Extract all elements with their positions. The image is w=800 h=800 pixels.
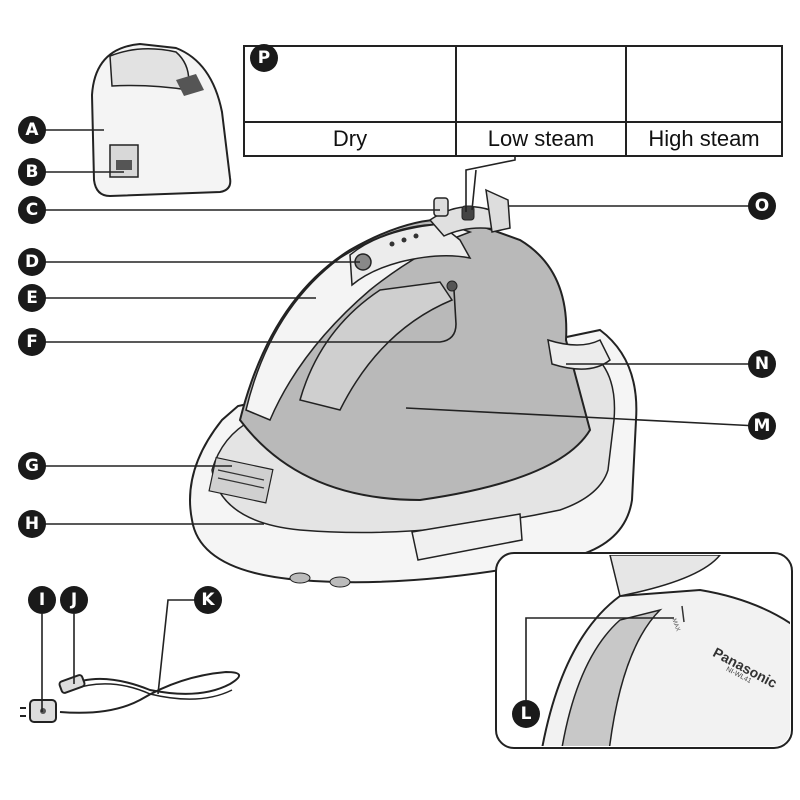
callout-j: J <box>60 586 88 614</box>
steam-mode-label: Low steam <box>457 121 625 155</box>
leader-lines <box>41 129 759 712</box>
callout-c: C <box>18 196 46 224</box>
power-cord <box>20 670 240 723</box>
callout-h: H <box>18 510 46 538</box>
callout-o: O <box>748 192 776 220</box>
callout-b: B <box>18 158 46 186</box>
callout-p: P <box>250 44 278 72</box>
dial-low-steam-icon <box>457 47 625 123</box>
callout-e: E <box>18 284 46 312</box>
steam-mode-dry: Dry <box>245 47 457 155</box>
callout-k: K <box>194 586 222 614</box>
iron-case <box>90 42 232 198</box>
inset-detail <box>495 552 793 749</box>
steam-mode-high: High steam <box>627 47 781 155</box>
callout-g: G <box>18 452 46 480</box>
steam-mode-low: Low steam <box>457 47 627 155</box>
steam-mode-label: High steam <box>627 121 781 155</box>
steam-mode-label: Dry <box>245 121 455 155</box>
callout-n: N <box>748 350 776 378</box>
callout-d: D <box>18 248 46 276</box>
callout-l: L <box>512 700 540 728</box>
steam-mode-table: Dry Low steam High steam <box>243 45 783 157</box>
iron-body <box>238 188 611 502</box>
callout-a: A <box>18 116 46 144</box>
callout-m: M <box>748 412 776 440</box>
dial-high-steam-icon <box>627 47 781 123</box>
callout-i: I <box>28 586 56 614</box>
callout-f: F <box>18 328 46 356</box>
